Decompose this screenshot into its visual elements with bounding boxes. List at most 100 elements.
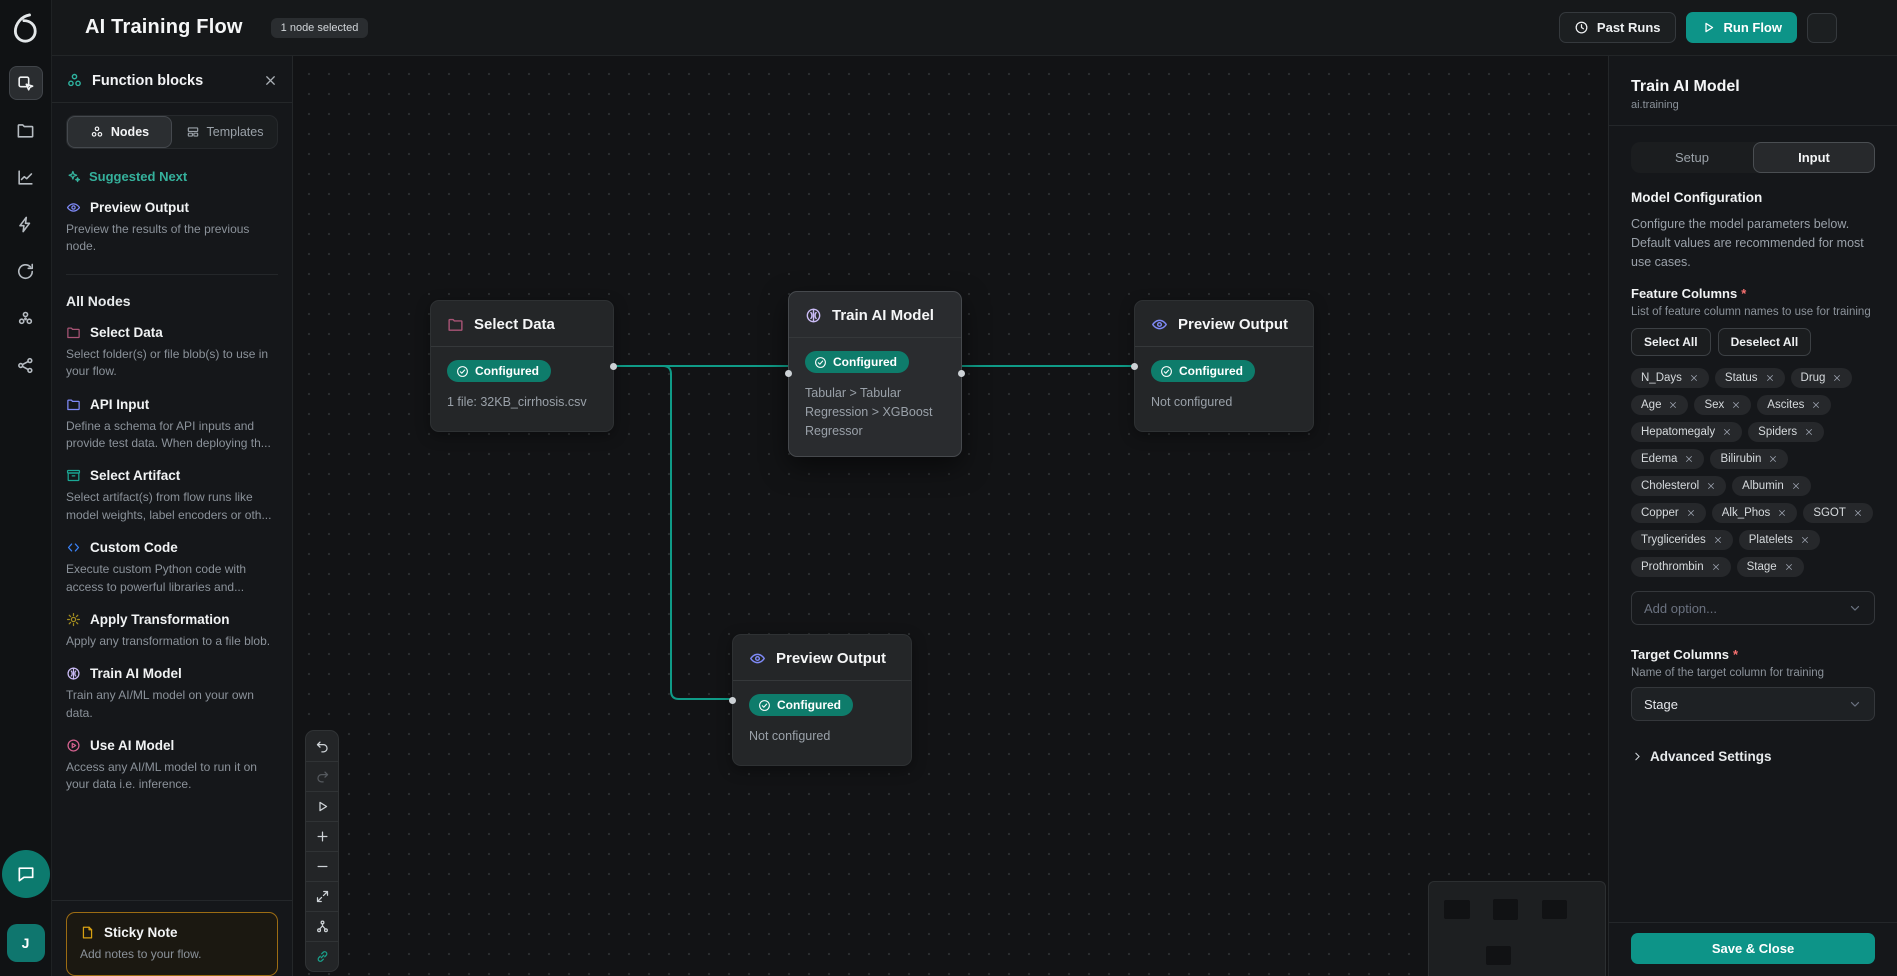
feature-chip[interactable]: Spiders <box>1748 422 1825 443</box>
chip-remove-icon[interactable] <box>1811 400 1821 410</box>
output-port[interactable] <box>958 370 965 378</box>
tab-setup[interactable]: Setup <box>1675 150 1709 165</box>
tab-templates[interactable]: Templates <box>172 116 277 148</box>
section-description: Configure the model parameters below. De… <box>1631 217 1864 269</box>
node-preview-output-2[interactable]: Preview Output Configured Not configured <box>729 634 912 766</box>
feature-chip[interactable]: Edema <box>1631 449 1705 470</box>
feature-chip[interactable]: Status <box>1714 368 1785 389</box>
feature-chip[interactable]: Ascites <box>1757 395 1832 416</box>
feature-chip[interactable]: Sex <box>1694 395 1752 416</box>
feature-chip-label: SGOT <box>1813 507 1846 520</box>
chip-remove-icon[interactable] <box>1784 562 1794 572</box>
advanced-settings-toggle[interactable]: Advanced Settings <box>1631 749 1875 764</box>
rail-line-chart-button[interactable] <box>9 160 43 194</box>
rail-zap-button[interactable] <box>9 207 43 241</box>
output-port[interactable] <box>610 362 617 370</box>
canvas-play-outline-button[interactable] <box>306 791 338 821</box>
close-icon[interactable] <box>263 73 278 88</box>
chip-remove-icon[interactable] <box>1668 400 1678 410</box>
feature-chip[interactable]: Stage <box>1736 557 1804 578</box>
input-port[interactable] <box>729 696 736 704</box>
required-marker: * <box>1733 647 1739 663</box>
feature-chip[interactable]: Bilirubin <box>1710 449 1789 470</box>
chip-remove-icon[interactable] <box>1765 373 1775 383</box>
rail-folder-button[interactable] <box>9 113 43 147</box>
more-options-button[interactable] <box>1807 12 1837 43</box>
user-avatar[interactable]: J <box>6 924 45 962</box>
canvas-plus-button[interactable] <box>306 821 338 851</box>
tab-input[interactable]: Input <box>1753 142 1875 173</box>
feature-chip-label: Edema <box>1641 453 1678 466</box>
feature-chip[interactable]: Cholesterol <box>1631 476 1727 497</box>
add-option-combobox[interactable]: Add option... <box>1631 591 1875 626</box>
chip-remove-icon[interactable] <box>1722 427 1732 437</box>
run-flow-button[interactable]: Run Flow <box>1685 12 1797 43</box>
suggested-item-preview-output[interactable]: Preview Output Preview the results of th… <box>66 200 250 254</box>
rail-refresh-button[interactable] <box>9 254 43 288</box>
canvas-minus-button[interactable] <box>306 851 338 881</box>
feature-chip-label: Sex <box>1704 399 1725 412</box>
chip-remove-icon[interactable] <box>1804 427 1814 437</box>
feature-chip[interactable]: Prothrombin <box>1631 557 1731 578</box>
canvas-toolbar <box>305 730 339 972</box>
chip-remove-icon[interactable] <box>1832 373 1842 383</box>
feature-chip[interactable]: Hepatomegaly <box>1631 422 1743 443</box>
chip-remove-icon[interactable] <box>1800 535 1810 545</box>
canvas-redo-button[interactable] <box>306 761 338 791</box>
chip-remove-icon[interactable] <box>1706 481 1716 491</box>
input-port[interactable] <box>1131 362 1138 370</box>
feature-chip[interactable]: Drug <box>1790 368 1853 389</box>
minimap[interactable] <box>1428 881 1606 976</box>
rail-cursor-select-button[interactable] <box>8 66 43 100</box>
flow-canvas[interactable]: Select Data Configured 1 file: 32KB_cirr… <box>293 56 1608 976</box>
chip-remove-icon[interactable] <box>1713 535 1723 545</box>
rail-spinner-button[interactable] <box>9 301 43 335</box>
feature-chip[interactable]: SGOT <box>1803 503 1873 524</box>
canvas-expand-button[interactable] <box>306 881 338 911</box>
feature-chip-label: Stage <box>1746 561 1777 574</box>
node-select-data[interactable]: Select Data Configured 1 file: 32KB_cirr… <box>430 300 617 432</box>
save-close-button[interactable]: Save & Close <box>1631 933 1875 964</box>
chip-remove-icon[interactable] <box>1853 508 1863 518</box>
canvas-link-button[interactable] <box>306 941 338 971</box>
chat-button[interactable] <box>1 850 50 898</box>
feature-chip[interactable]: Age <box>1631 395 1689 416</box>
chip-remove-icon[interactable] <box>1731 400 1741 410</box>
feature-chip-label: Albumin <box>1742 480 1784 493</box>
feature-chip[interactable]: Albumin <box>1732 476 1811 497</box>
chip-remove-icon[interactable] <box>1686 508 1696 518</box>
rail-share-button[interactable] <box>9 348 43 382</box>
canvas-undo-button[interactable] <box>306 731 338 761</box>
deselect-all-button[interactable]: Deselect All <box>1717 328 1812 357</box>
chip-remove-icon[interactable] <box>1711 562 1721 572</box>
feature-chip[interactable]: Platelets <box>1738 530 1820 551</box>
target-column-select[interactable]: Stage <box>1631 687 1875 722</box>
tab-nodes[interactable]: Nodes <box>67 116 172 148</box>
sticky-note-item[interactable]: Sticky Note Add notes to your flow. <box>66 911 278 976</box>
select-all-button[interactable]: Select All <box>1631 328 1711 357</box>
chip-remove-icon[interactable] <box>1768 454 1778 464</box>
brain-icon <box>805 307 822 324</box>
feature-chip[interactable]: N_Days <box>1631 368 1709 389</box>
chip-remove-icon[interactable] <box>1689 373 1699 383</box>
feature-chip[interactable]: Tryglicerides <box>1631 530 1733 551</box>
past-runs-button[interactable]: Past Runs <box>1558 12 1676 43</box>
canvas-layout-button[interactable] <box>306 911 338 941</box>
feature-chip-label: Status <box>1724 372 1758 385</box>
feature-chip[interactable]: Alk_Phos <box>1711 503 1798 524</box>
input-port[interactable] <box>785 370 792 378</box>
feature-chip[interactable]: Copper <box>1631 503 1706 524</box>
sparkles-icon <box>66 169 81 184</box>
chip-remove-icon[interactable] <box>1777 508 1787 518</box>
chip-remove-icon[interactable] <box>1791 481 1801 491</box>
node-train-ai-model[interactable]: Train AI Model Configured Tabular > Tabu… <box>785 291 965 457</box>
node-preview-output-1[interactable]: Preview Output Configured Not configured <box>1131 300 1314 432</box>
chip-remove-icon[interactable] <box>1684 454 1694 464</box>
